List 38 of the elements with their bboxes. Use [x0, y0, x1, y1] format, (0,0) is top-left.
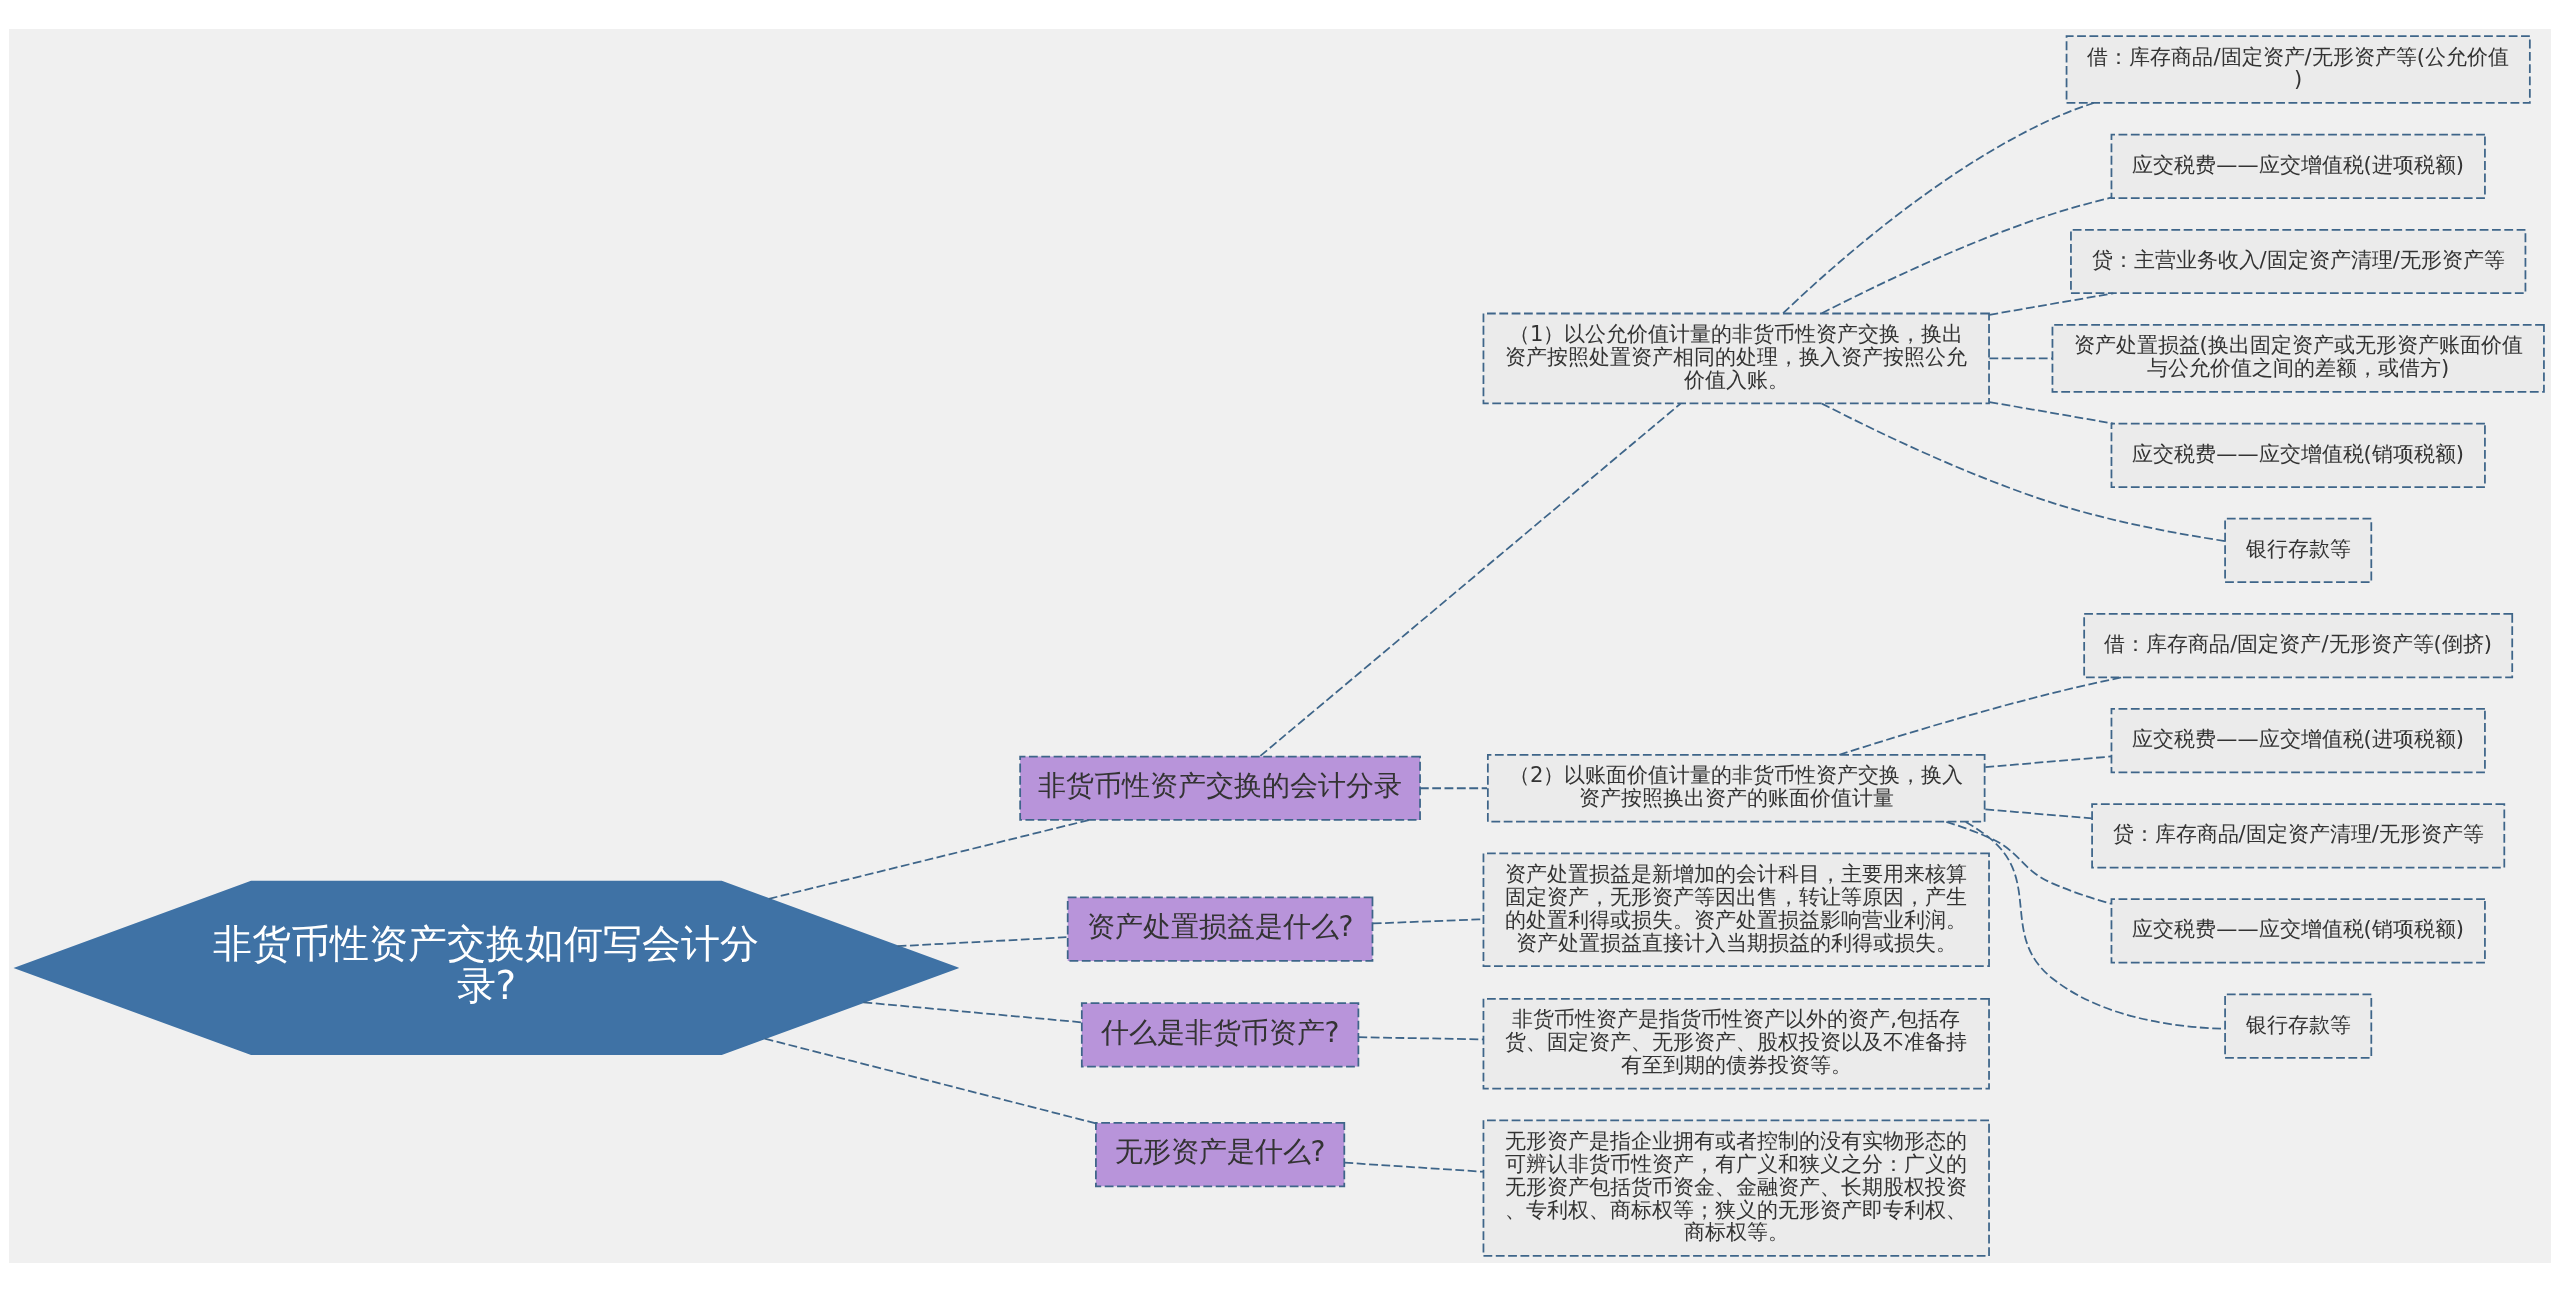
- connector: [1343, 1161, 1485, 1173]
- node-box: 非货币性资产是指货币性资产以外的资产,包括存货、固定资产、无形资产、股权投资以及不准备持有至到期的债券投资等。: [1482, 997, 1990, 1089]
- connector: [1988, 400, 2115, 424]
- node-box: 应交税费——应交增值税(销项税额): [2110, 422, 2486, 488]
- node-box: 应交税费——应交增值税(进项税额): [2110, 133, 2486, 199]
- node-box: 借：库存商品/固定资产/无形资产等(倒挤): [2083, 612, 2514, 678]
- connector: [763, 1037, 1097, 1124]
- connector: [768, 818, 1091, 900]
- connector: [1357, 1035, 1485, 1040]
- node-box: 资产处置损益是什么?: [1066, 896, 1374, 962]
- connector: [1821, 196, 2113, 314]
- node-box: 资产处置损益是新增加的会计科目，主要用来核算固定资产，无形资产等因出售，转让等原因，产生的处置利得或损失。资产处置损益影响营业利润。资产处置损益直接计入当期损益的利得或损失。: [1482, 852, 1990, 967]
- connector: [896, 935, 1069, 947]
- connector: [1821, 402, 2226, 542]
- node-box: 无形资产是指企业拥有或者控制的没有实物形态的可辨认非货币性资产，有广义和狭义之分：广义的无形资产包括货币资金、金融资产、长期股权投资、专利权、商标权等；狭义的无形资产即专利权、商标权等。: [1482, 1118, 1990, 1257]
- node-box: 借：库存商品/固定资产/无形资产等(公允价值): [2065, 34, 2531, 104]
- node-box: 贷：主营业务收入/固定资产清理/无形资产等: [2070, 228, 2527, 294]
- connector: [1964, 820, 2226, 1030]
- node-box: 资产处置损益(换出固定资产或无形资产账面价值与公允价值之间的差额，或借方): [2051, 323, 2545, 393]
- node-box: （1）以公允价值计量的非货币性资产交换，换出资产按照处置资产相同的处理，换入资产按照公允价值入账。: [1482, 312, 1990, 404]
- connector: [862, 1000, 1083, 1023]
- node-box: 无形资产是什么?: [1095, 1121, 1346, 1187]
- node-box: 贷：库存商品/固定资产清理/无形资产等: [2091, 802, 2506, 868]
- connector: [1419, 786, 1488, 789]
- node-box: 银行存款等: [2224, 517, 2373, 583]
- connector: [1945, 820, 2113, 905]
- connector: [1259, 402, 1682, 757]
- node-box: （2）以账面价值计量的非货币性资产交换，换入资产按照换出资产的账面价值计量: [1486, 753, 1986, 823]
- node-box: 银行存款等: [2224, 993, 2373, 1059]
- connector: [1838, 675, 2123, 756]
- connector: [1984, 807, 2093, 819]
- connector: [1782, 101, 2095, 314]
- node-box: 应交税费——应交增值税(销项税额): [2110, 897, 2486, 964]
- connector: [1984, 755, 2113, 768]
- node-box: 非货币性资产交换的会计分录: [1019, 755, 1421, 821]
- node-box: 什么是非货币资产?: [1080, 1001, 1360, 1067]
- node-box: 应交税费——应交增值税(进项税额): [2110, 707, 2486, 773]
- connector: [1988, 357, 2053, 359]
